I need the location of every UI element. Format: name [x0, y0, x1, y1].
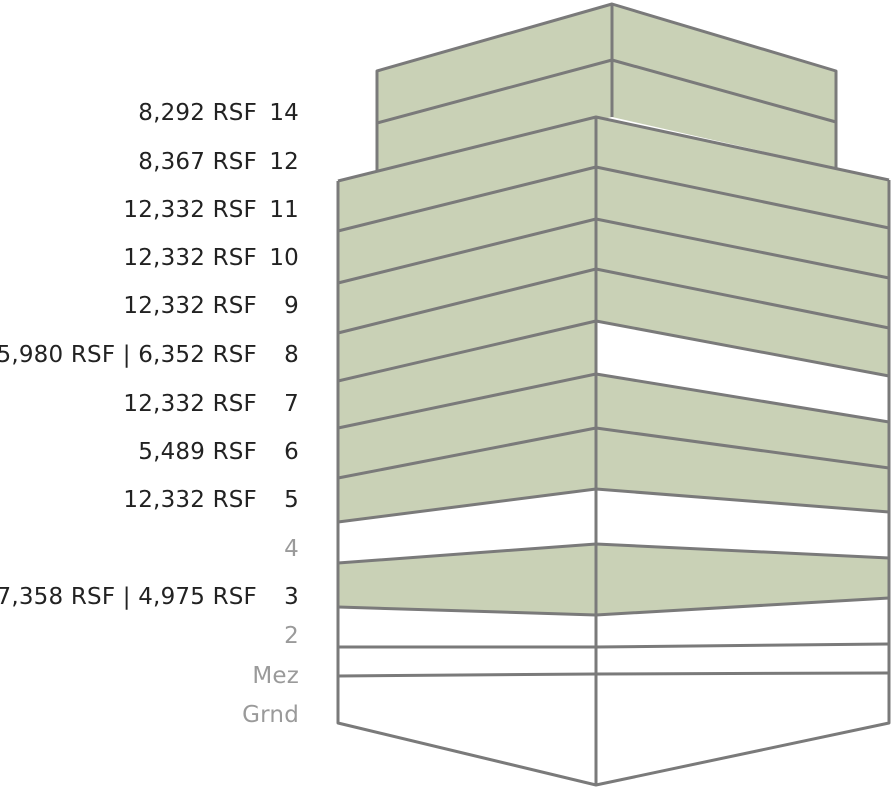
floor-12-right-face: [612, 60, 836, 168]
floor-line: [337, 372, 890, 430]
floor-11-number: 11: [269, 197, 299, 223]
floor-8-number: 8: [284, 342, 299, 368]
floor-14-number: 14: [269, 100, 299, 126]
floor-9-area: 12,332 RSF: [123, 293, 257, 319]
floor-5-number: 5: [284, 487, 299, 513]
floor-mez-right-face: [596, 644, 889, 674]
floor-14-right-face: [612, 4, 836, 122]
floor-grnd-number: Grnd: [242, 702, 299, 728]
floor-7-left-face: [338, 321, 596, 428]
floor-7-area: 12,332 RSF: [123, 391, 257, 417]
floor-8-right-face: [596, 269, 889, 376]
floor-9-right-face: [596, 219, 889, 328]
floor-5-left-face: [338, 428, 596, 522]
floor-3-area: 7,358 RSF | 4,975 RSF: [0, 584, 257, 610]
floor-12-left-face: [377, 60, 612, 171]
floor-grnd-left-face: [338, 674, 596, 785]
floor-6-right-face: [596, 374, 889, 468]
floor-line: [337, 115, 890, 183]
floor-8-area: 5,980 RSF | 6,352 RSF: [0, 342, 257, 368]
floor-11-left-face: [338, 117, 596, 231]
floor-14-left-face: [377, 4, 612, 123]
floor-10-number: 10: [269, 245, 299, 271]
floor-line: [337, 217, 890, 285]
floor-line: [337, 267, 890, 335]
floor-6-area: 5,489 RSF: [138, 439, 257, 465]
building-outlines: [336, 2, 891, 787]
floor-line: [337, 426, 890, 480]
floor-6-left-face: [338, 374, 596, 478]
floor-3-left-face: [338, 544, 596, 615]
floor-line: [337, 319, 890, 383]
floor-line: [337, 542, 890, 565]
floor-6-number: 6: [284, 439, 299, 465]
floor-9-left-face: [338, 219, 596, 333]
floor-mez-number: Mez: [252, 663, 299, 689]
floor-7-number: 7: [284, 391, 299, 417]
floor-line: [338, 642, 890, 649]
floor-10-right-face: [596, 167, 889, 278]
floor-9-number: 9: [284, 293, 299, 319]
floor-3-number: 3: [284, 584, 299, 610]
floor-11-right-face: [596, 117, 889, 228]
floor-12-area: 8,367 RSF: [138, 149, 257, 175]
floor-10-area: 12,332 RSF: [123, 245, 257, 271]
floor-10-left-face: [338, 167, 596, 283]
floor-line: [337, 596, 890, 617]
floor-grnd-right-face: [596, 673, 889, 785]
floor-4-left-face: [338, 489, 596, 563]
floor-4-number: 4: [284, 536, 299, 562]
floor-line: [337, 487, 890, 524]
tower-floor-line: [376, 58, 837, 125]
floor-8-left-face: [338, 269, 596, 381]
floor-line: [337, 671, 890, 678]
floor-line: [337, 165, 890, 233]
floor-12-number: 12: [269, 149, 299, 175]
floor-mez-left-face: [338, 647, 596, 676]
floor-14-area: 8,292 RSF: [138, 100, 257, 126]
floor-2-number: 2: [284, 623, 299, 649]
floor-3-right-face: [596, 544, 889, 615]
floor-2-left-face: [338, 607, 596, 647]
floor-5-right-face: [596, 428, 889, 512]
floor-5-area: 12,332 RSF: [123, 487, 257, 513]
floor-labels: 8,292 RSF 14 8,367 RSF 12 12,332 RSF 11 12,332…: [0, 100, 299, 728]
floor-2-right-face: [596, 598, 889, 647]
floor-7-right-face: [596, 321, 889, 422]
building-faces: [338, 4, 889, 785]
floor-11-area: 12,332 RSF: [123, 197, 257, 223]
